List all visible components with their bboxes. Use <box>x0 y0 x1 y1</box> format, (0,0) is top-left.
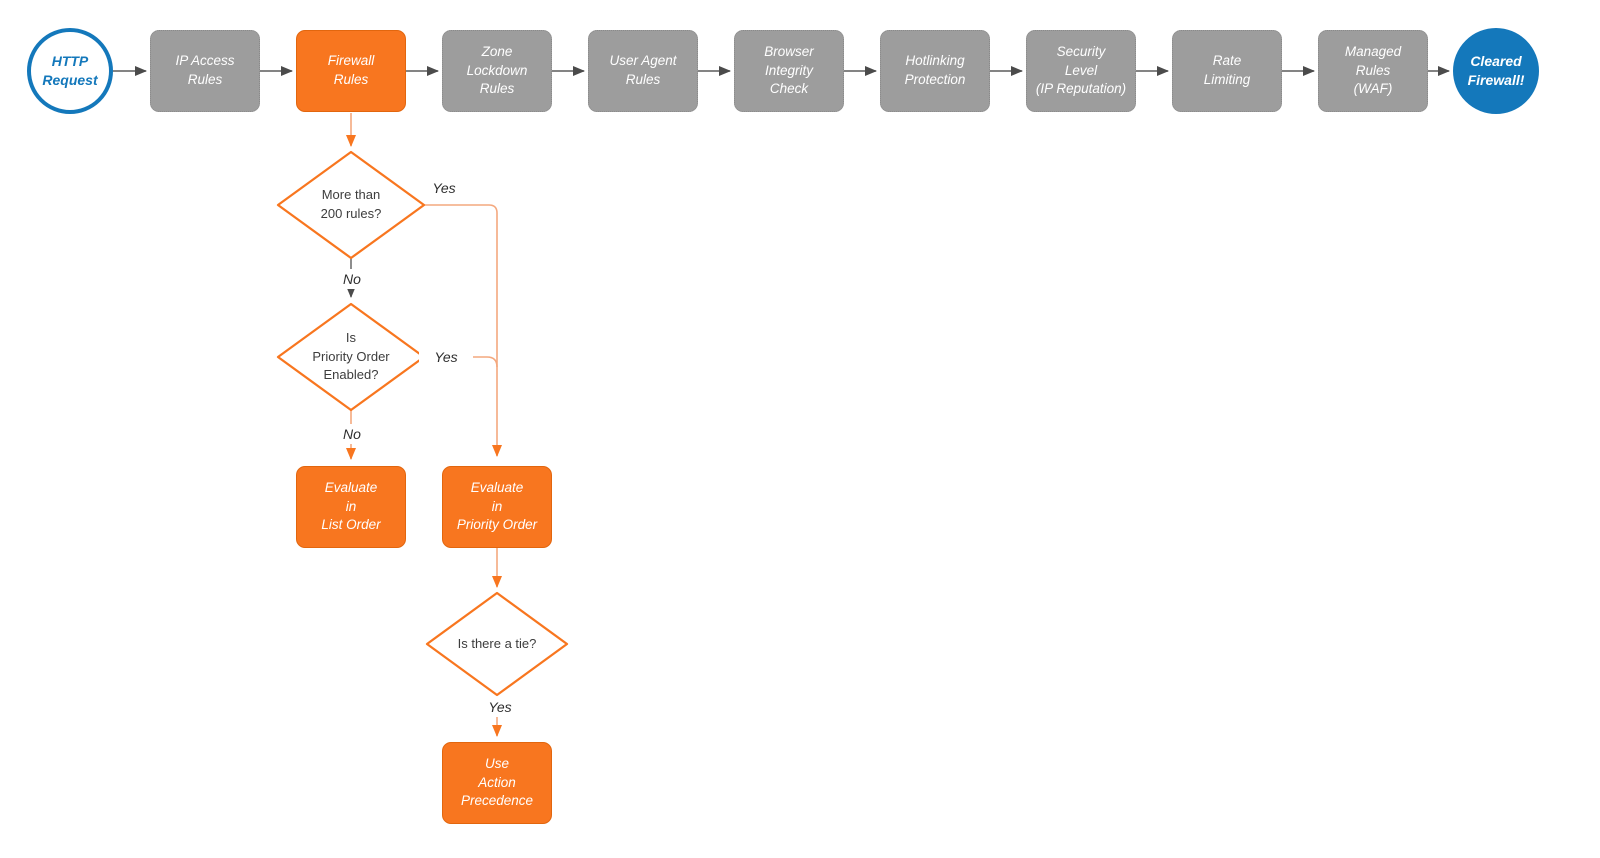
edge-label-decision1-no: No <box>327 269 377 289</box>
edge-label-decision1-yes: Yes <box>432 180 456 196</box>
decision3-diamond-shape <box>425 591 569 697</box>
edge-label-decision2-no: No <box>327 424 377 444</box>
connector-decision2-yes <box>424 356 498 368</box>
pipeline-node-hotlinking-protection: Hotlinking Protection <box>880 30 990 112</box>
pipeline-node-zone-lockdown-rules: Zone Lockdown Rules <box>442 30 552 112</box>
decision1-label-more-than-200-rules: More than 200 rules? <box>320 187 382 221</box>
decision3-label-is-there-a-tie: Is there a tie? <box>457 635 537 651</box>
start-node-http-request: HTTP Request <box>27 28 113 114</box>
action-node-use-action-precedence: Use Action Precedence <box>442 742 552 824</box>
action-node-evaluate-in-priority-order: Evaluate in Priority Order <box>442 466 552 548</box>
decision2-diamond-shape <box>276 302 426 412</box>
decision2-label-priority-order-enabled: Is Priority Order Enabled? <box>312 329 390 383</box>
connector-decision1-yes <box>424 204 502 457</box>
pipeline-node-firewall-rules: Firewall Rules <box>296 30 406 112</box>
pipeline-node-security-level: Security Level (IP Reputation) <box>1026 30 1136 112</box>
action-node-evaluate-in-list-order: Evaluate in List Order <box>296 466 406 548</box>
pipeline-node-ip-access-rules: IP Access Rules <box>150 30 260 112</box>
end-node-cleared-firewall: Cleared Firewall! <box>1453 28 1539 114</box>
decision1-diamond-shape <box>276 150 426 260</box>
pipeline-node-browser-integrity-check: Browser Integrity Check <box>734 30 844 112</box>
edge-label-decision3-yes: Yes <box>473 697 527 717</box>
edge-label-decision2-yes: Yes <box>419 347 473 367</box>
pipeline-node-managed-rules-waf: Managed Rules (WAF) <box>1318 30 1428 112</box>
pipeline-node-user-agent-rules: User Agent Rules <box>588 30 698 112</box>
pipeline-node-rate-limiting: Rate Limiting <box>1172 30 1282 112</box>
